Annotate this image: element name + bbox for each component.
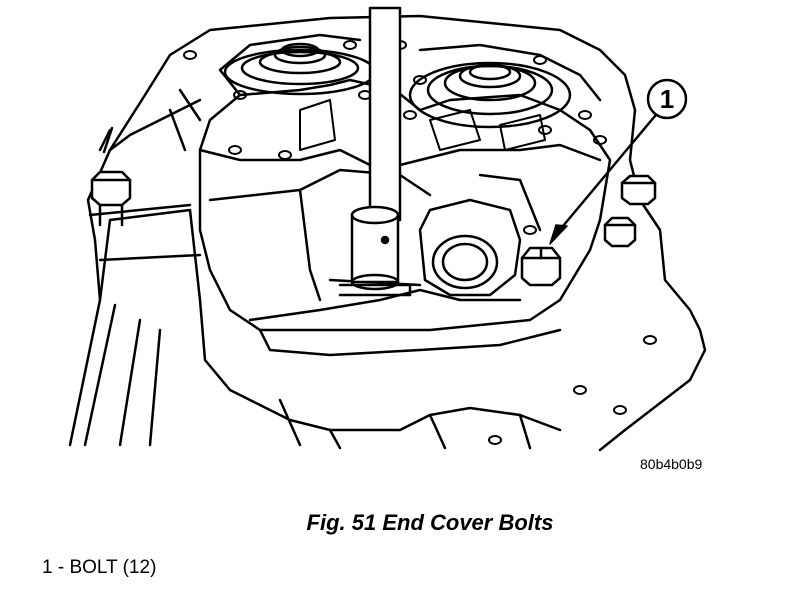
cover-bolt-holes bbox=[183, 40, 657, 445]
callout-1 bbox=[549, 78, 688, 245]
cover-ribs bbox=[299, 99, 546, 151]
callout-number-label: 1 bbox=[659, 84, 675, 114]
bolt-left bbox=[90, 170, 132, 227]
transmission-housing bbox=[68, 14, 707, 452]
socket-tool bbox=[338, 6, 412, 297]
bolt-highlighted bbox=[520, 246, 562, 287]
bolt-right bbox=[603, 174, 657, 248]
bolt-upper-left bbox=[98, 126, 114, 154]
figure-caption: Fig. 51 End Cover Bolts bbox=[306, 510, 554, 535]
legend-item: 1 - BOLT (12) bbox=[42, 557, 157, 578]
end-cover-illustration bbox=[68, 6, 707, 452]
right-seal bbox=[408, 61, 572, 129]
center-boss bbox=[418, 173, 542, 297]
image-code: 80b4b0b9 bbox=[640, 456, 703, 472]
left-seal bbox=[223, 42, 377, 96]
